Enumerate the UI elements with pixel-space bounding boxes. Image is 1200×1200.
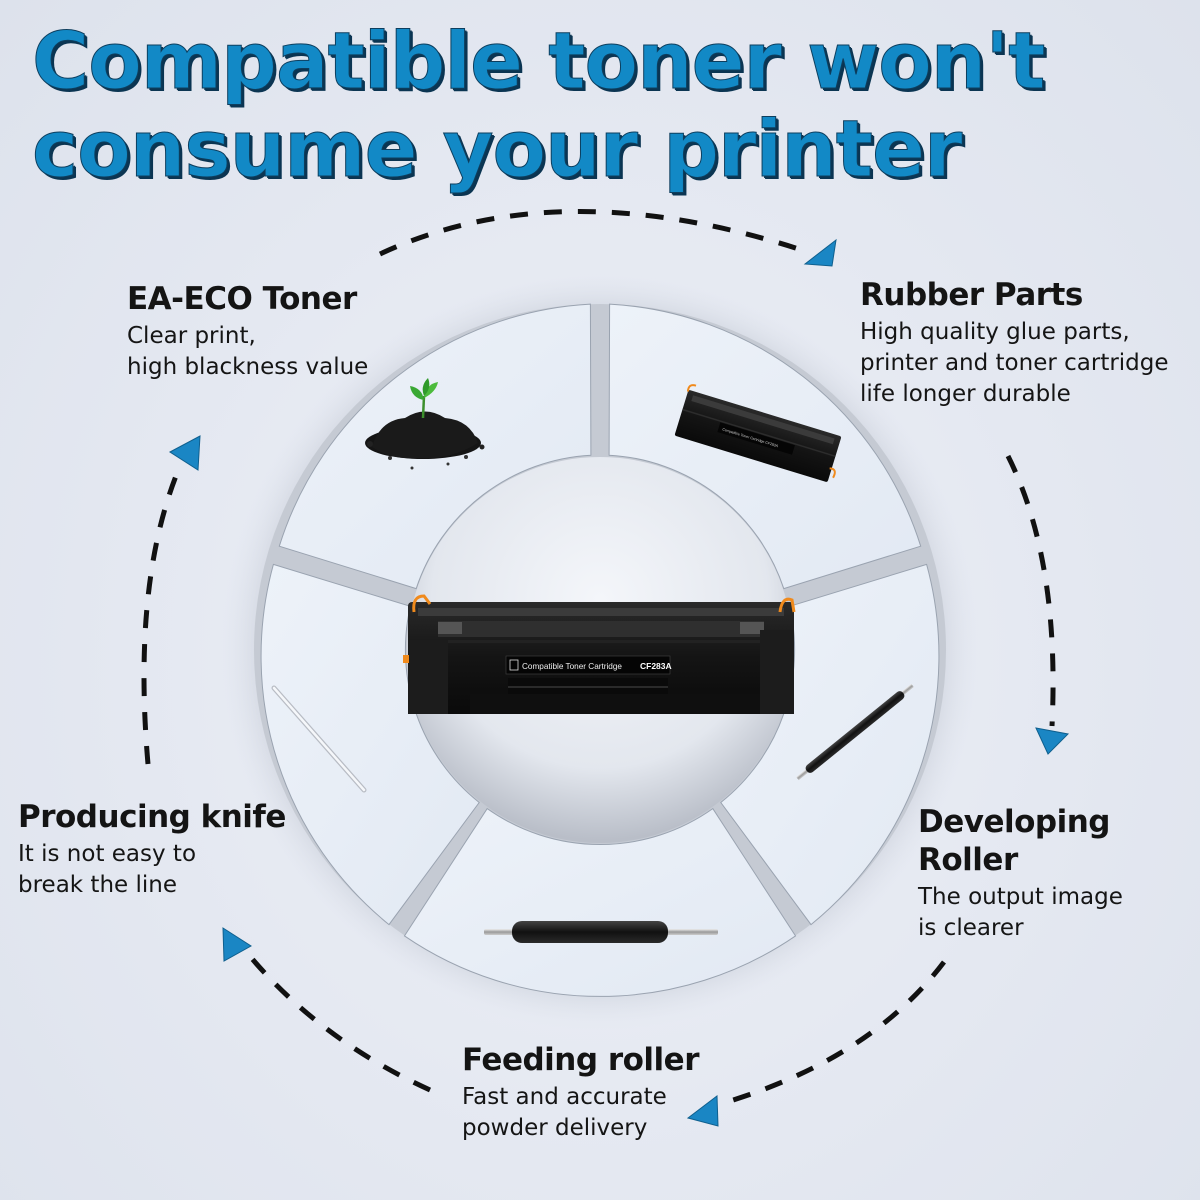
feature-description: Fast and accurate powder delivery <box>462 1084 667 1141</box>
arrowhead-developing <box>1035 727 1070 755</box>
feature-title: Feeding roller <box>462 1042 700 1078</box>
ring-segments <box>260 303 940 997</box>
producing-knife-icon <box>271 685 367 793</box>
feature-rubber-parts: Rubber Parts High quality glue parts, pr… <box>860 276 1169 410</box>
segment-producing-knife <box>260 563 480 926</box>
toner-powder-icon <box>365 378 485 470</box>
arrow-feeding-to-knife <box>246 952 432 1093</box>
headline-line-2: consume your printer <box>32 105 963 195</box>
cycle-arrows <box>141 209 1056 1107</box>
feature-description: High quality glue parts, printer and ton… <box>860 319 1169 407</box>
arrow-eco-to-rubber <box>378 209 809 257</box>
feature-feeding-roller: Feeding roller Fast and accurate powder … <box>462 1041 700 1144</box>
feature-description: It is not easy to break the line <box>18 841 197 898</box>
arrow-rubber-to-developing <box>1005 454 1056 727</box>
arrowhead-feeding <box>686 1095 719 1127</box>
feature-title: Rubber Parts <box>860 277 1083 313</box>
headline: Compatible toner won't consume your prin… <box>32 17 1046 195</box>
cartridge-label: Compatible Toner Cartridge <box>522 662 622 671</box>
rubber-parts-cartridge-icon: Compatible Toner Cartridge CF283A <box>674 384 842 482</box>
arrowhead-eco <box>169 435 201 471</box>
feature-developing-roller: Developing Roller The output image is cl… <box>918 803 1200 944</box>
arrowhead-rubber <box>803 238 837 267</box>
segment-feeding-roller <box>403 807 797 997</box>
feature-title: EA-ECO Toner <box>127 281 357 317</box>
arrowheads <box>169 238 1070 1127</box>
feature-title: Producing knife <box>18 799 286 835</box>
center-toner-cartridge-image: Compatible Toner Cartridge CF283A <box>403 594 796 714</box>
arrowhead-knife <box>222 927 252 962</box>
developing-roller-icon <box>796 683 914 781</box>
feature-producing-knife: Producing knife It is not easy to break … <box>18 798 286 901</box>
feeding-roller-icon <box>484 921 718 943</box>
feature-description: The output image is clearer <box>918 884 1123 941</box>
feature-description: Clear print, high blackness value <box>127 323 369 380</box>
feature-eco-toner: EA-ECO Toner Clear print, high blackness… <box>127 280 368 383</box>
cartridge-model: CF283A <box>640 661 672 671</box>
headline-line-1: Compatible toner won't <box>32 17 1046 107</box>
arrow-knife-to-eco <box>141 465 183 765</box>
feature-title: Developing Roller <box>918 804 1111 878</box>
